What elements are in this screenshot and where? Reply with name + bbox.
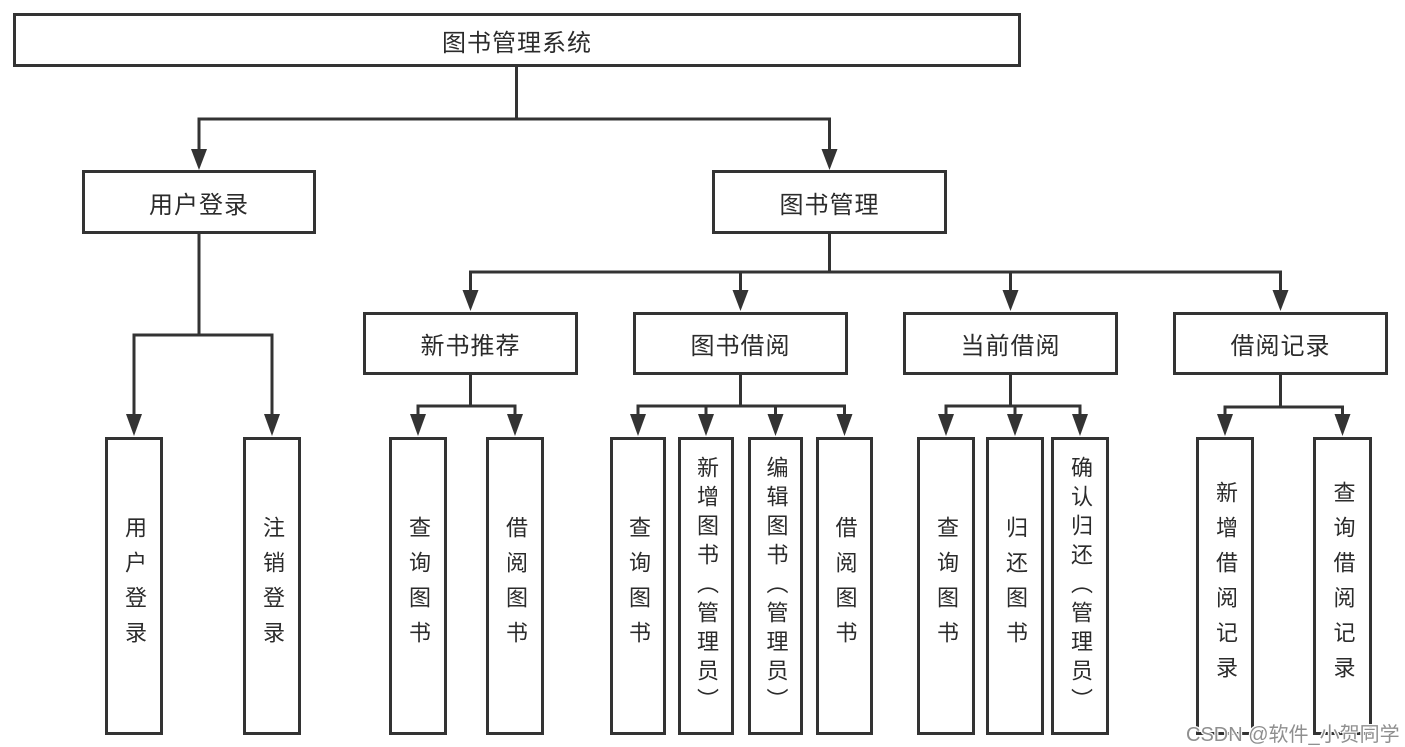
node-borrow-record: 借阅记录 bbox=[1173, 312, 1388, 375]
node-library-management-system: 图书管理系统 bbox=[13, 13, 1021, 67]
leaf-user-login: 用户登录 bbox=[105, 437, 163, 735]
leaf-add-book-admin-label: 新增图书（管理员） bbox=[694, 455, 719, 717]
leaf-logout: 注销登录 bbox=[243, 437, 301, 735]
leaf-borrow-book: 借阅图书 bbox=[816, 437, 873, 735]
leaf-logout-label: 注销登录 bbox=[260, 516, 285, 656]
leaf-borrow-book-label: 借阅图书 bbox=[832, 516, 858, 656]
leaf-edit-book-admin-label: 编辑图书（管理员） bbox=[763, 455, 789, 717]
leaf-recommend-borrow-book-label: 借阅图书 bbox=[503, 516, 528, 656]
leaf-recommend-query-book: 查询图书 bbox=[389, 437, 447, 735]
leaf-return-book: 归还图书 bbox=[986, 437, 1044, 735]
leaf-current-query-book: 查询图书 bbox=[917, 437, 975, 735]
leaf-query-borrow-record-label: 查询借阅记录 bbox=[1330, 481, 1356, 691]
node-new-book-recommend: 新书推荐 bbox=[363, 312, 578, 375]
leaf-recommend-borrow-book: 借阅图书 bbox=[486, 437, 544, 735]
leaf-confirm-return-admin-label: 确认归还（管理员） bbox=[1068, 455, 1093, 717]
node-current-borrow: 当前借阅 bbox=[903, 312, 1118, 375]
leaf-recommend-query-book-label: 查询图书 bbox=[406, 516, 431, 656]
leaf-add-borrow-record: 新增借阅记录 bbox=[1196, 437, 1254, 735]
leaf-edit-book-admin: 编辑图书（管理员） bbox=[748, 437, 803, 735]
node-user-login: 用户登录 bbox=[82, 170, 316, 234]
leaf-borrow-query-book: 查询图书 bbox=[610, 437, 666, 735]
leaf-user-login-label: 用户登录 bbox=[122, 516, 147, 656]
leaf-return-book-label: 归还图书 bbox=[1003, 516, 1028, 656]
node-book-management: 图书管理 bbox=[712, 170, 947, 234]
leaf-confirm-return-admin: 确认归还（管理员） bbox=[1051, 437, 1109, 735]
leaf-current-query-book-label: 查询图书 bbox=[934, 516, 959, 656]
leaf-borrow-query-book-label: 查询图书 bbox=[626, 516, 651, 656]
leaf-query-borrow-record: 查询借阅记录 bbox=[1313, 437, 1372, 735]
leaf-add-borrow-record-label: 新增借阅记录 bbox=[1213, 481, 1238, 691]
node-book-borrow: 图书借阅 bbox=[633, 312, 848, 375]
leaf-add-book-admin: 新增图书（管理员） bbox=[678, 437, 734, 735]
csdn-watermark: CSDN @软件_小贺同学 bbox=[1186, 724, 1400, 746]
arrowhead-icons bbox=[126, 149, 1351, 436]
